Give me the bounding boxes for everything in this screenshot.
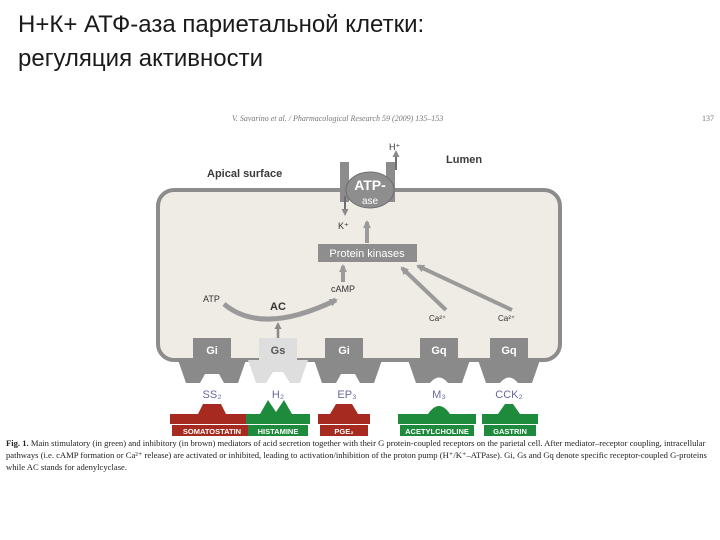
- ca-right-arrow: [416, 264, 513, 312]
- g-protein-label: Gi: [206, 345, 218, 357]
- g-protein-label: Gq: [501, 345, 516, 357]
- page-number: 137: [702, 114, 714, 123]
- g-protein-label: Gs: [271, 345, 286, 357]
- caption-text: Main stimulatory (in green) and inhibito…: [6, 438, 707, 472]
- receptor-label: EP₃: [337, 389, 356, 401]
- g-protein-label: Gi: [338, 345, 350, 357]
- pump-label-atp: ATP-: [354, 177, 386, 193]
- mediator-strip-somatostatin: [172, 425, 252, 436]
- ca-left-label: Ca²⁺: [429, 314, 446, 323]
- figure-citation: V. Savarino et al. / Pharmacological Res…: [232, 114, 443, 123]
- atp-to-camp-arrow: [222, 297, 338, 322]
- h-ion-label: H⁺: [389, 142, 400, 152]
- ligand-histamine: [246, 400, 310, 424]
- receptor-label: CCK₂: [495, 389, 523, 401]
- atp-label: ATP: [203, 294, 220, 304]
- slide-title: Н+К+ АТФ-аза париетальной клетки: регуля…: [18, 8, 708, 76]
- receptor-label: H₂: [272, 389, 284, 401]
- protein-kinases-label: Protein kinases: [329, 248, 405, 260]
- slide-title-line-1: Н+К+ АТФ-аза париетальной клетки:: [18, 11, 425, 38]
- lumen-label: Lumen: [446, 154, 482, 166]
- receptor-m3: [408, 360, 470, 383]
- apical-surface-label: Apical surface: [207, 168, 282, 180]
- k-ion-label: K⁺: [338, 221, 349, 231]
- mediator-label: GASTRIN: [493, 427, 527, 436]
- mediator-label: PGE₂: [334, 427, 353, 436]
- proton-pump: ATP- ase: [340, 162, 395, 209]
- mediator-strip-pge2: [320, 425, 368, 436]
- caption-label: Fig. 1.: [6, 438, 29, 448]
- g-protein-gq-1: [420, 338, 458, 360]
- ligand-pge2: [318, 404, 370, 424]
- receptor-ss2: [178, 360, 246, 383]
- receptor-h2: [248, 360, 308, 383]
- mediator-label: SOMATOSTATIN: [183, 427, 241, 436]
- g-protein-gs: [259, 338, 297, 360]
- figure-caption: Fig. 1. Main stimulatory (in green) and …: [6, 437, 718, 473]
- mediator-label: HISTAMINE: [258, 427, 299, 436]
- g-protein-gq-2: [490, 338, 528, 360]
- camp-label: cAMP: [331, 284, 355, 294]
- receptor-cck2: [478, 360, 540, 383]
- g-protein-gi-1: [193, 338, 231, 360]
- receptor-label: M₃: [432, 389, 446, 401]
- mediator-strip-acetylcholine: [400, 425, 474, 436]
- ac-label: AC: [270, 301, 286, 313]
- slide-title-line-2: регуляция активности: [18, 45, 264, 72]
- g-protein-label: Gq: [431, 345, 446, 357]
- mediator-strip-gastrin: [484, 425, 536, 436]
- mediator-label: ACETYLCHOLINE: [405, 427, 469, 436]
- protein-kinases-box: [318, 244, 417, 262]
- parietal-cell: [156, 188, 562, 362]
- g-protein-gi-2: [325, 338, 363, 360]
- ca-left-arrow: [400, 266, 448, 312]
- ligand-somatostatin: [170, 404, 254, 424]
- receptor-ep3: [314, 360, 382, 383]
- ligand-gastrin: [482, 404, 538, 424]
- ligand-acetylcholine: [398, 406, 476, 424]
- ca-right-label: Ca²⁺: [498, 314, 515, 323]
- receptor-label: SS₂: [203, 389, 222, 401]
- pump-label-ase: ase: [362, 196, 379, 207]
- mediator-strip-histamine: [248, 425, 308, 436]
